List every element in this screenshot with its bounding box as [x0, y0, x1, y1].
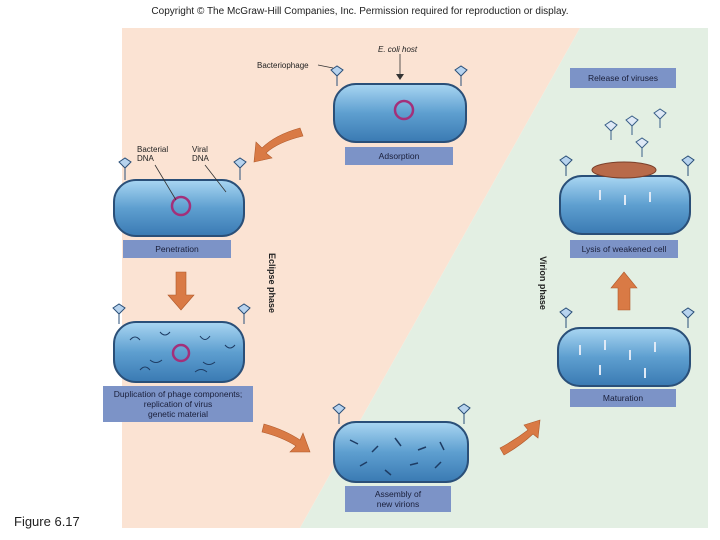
maturation-cell [557, 327, 691, 387]
stage-maturation: Maturation [570, 389, 676, 407]
bacteriophage-pointer [317, 64, 334, 69]
adsorption-cell [333, 83, 467, 143]
figure-caption: Figure 6.17 [14, 514, 80, 529]
duplication-cell [113, 321, 245, 383]
arrow-assembly-to-maturation [499, 419, 541, 456]
cycle-arrows [167, 127, 638, 456]
viral-dna-label: Viral DNA [192, 145, 209, 163]
penetration-cell [113, 179, 245, 237]
assembly-cell [333, 421, 469, 483]
arrow-penetration-to-duplication [167, 271, 195, 311]
bacterial-dna-pointer [154, 164, 177, 201]
arrow-adsorption-to-penetration [253, 127, 304, 163]
bacterial-dna-label: Bacterial DNA [137, 145, 169, 163]
ecoli-host-label: E. coli host [378, 45, 418, 54]
arrow-maturation-to-lysis [610, 271, 638, 311]
eclipse-phase-label: Eclipse phase [267, 252, 278, 314]
stage-assembly: Assembly of new virions [345, 486, 451, 512]
virion-phase-label: Virion phase [537, 256, 548, 310]
stage-adsorption: Adsorption [345, 147, 453, 165]
attached-phages [112, 65, 695, 424]
stage-penetration: Penetration [123, 240, 231, 258]
bacteriophage-label: Bacteriophage [257, 61, 309, 70]
stage-lysis: Lysis of weakened cell [570, 240, 678, 258]
stage-release: Release of viruses [570, 68, 676, 88]
lysis-cell [559, 161, 691, 235]
viral-dna-pointer [204, 164, 227, 193]
released-viruses [604, 108, 667, 157]
copyright-notice: Copyright © The McGraw-Hill Companies, I… [151, 6, 569, 17]
stage-duplication: Duplication of phage components; replica… [103, 386, 253, 422]
arrow-duplication-to-assembly [261, 423, 311, 453]
